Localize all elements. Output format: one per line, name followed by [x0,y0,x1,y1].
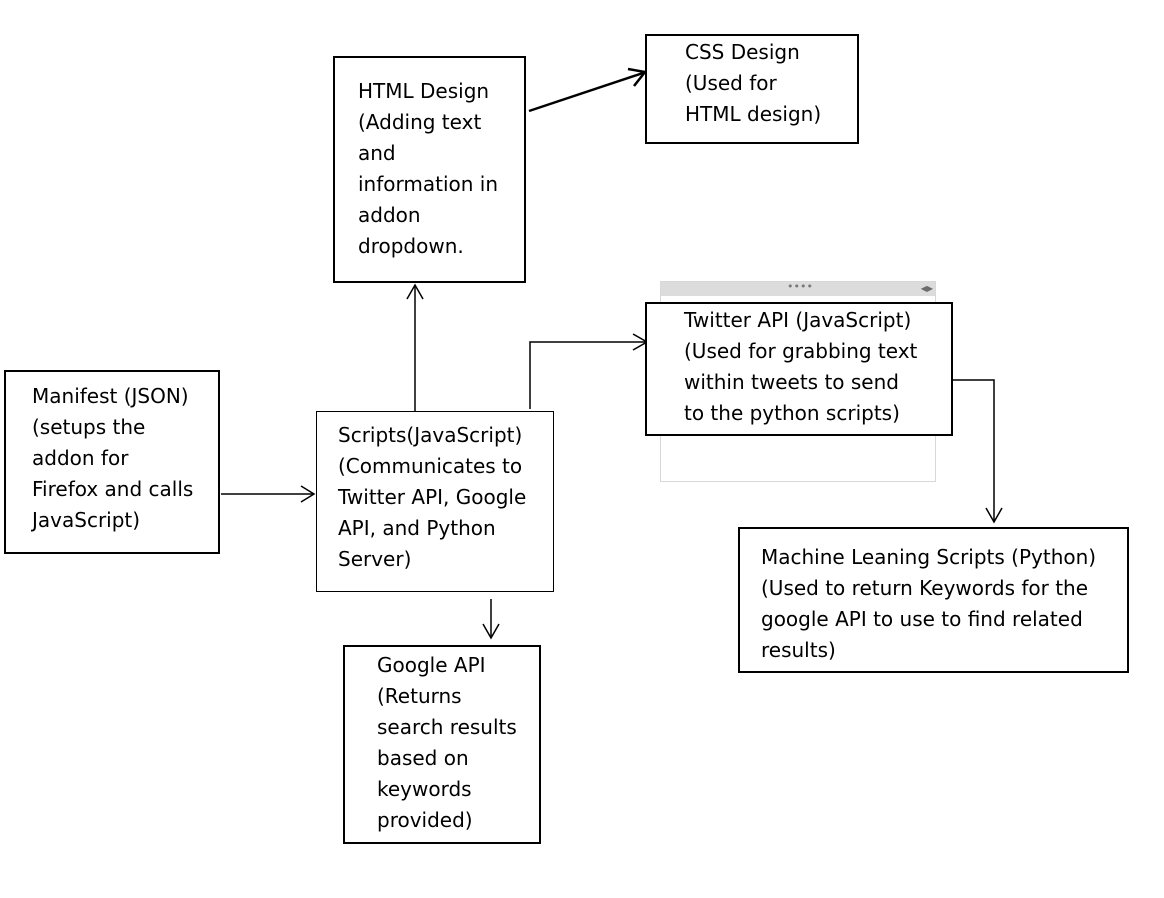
drag-handle-icon[interactable]: •••• [787,280,813,293]
node-machine-learning-label: Machine Leaning Scripts (Python) (Used t… [761,545,1097,662]
edge-scripts-to-html-arrowhead [406,283,424,300]
node-scripts-label: Scripts(JavaScript) (Communicates to Twi… [338,423,527,571]
edge-manifest-to-scripts-arrowhead [300,485,316,503]
node-manifest[interactable]: Manifest (JSON) (setups the addon for Fi… [4,370,220,554]
node-html-design[interactable]: HTML Design (Adding text and information… [333,56,526,283]
node-twitter-api-label: Twitter API (JavaScript) (Used for grabb… [684,308,918,425]
edge-scripts-to-google-arrowhead [482,623,500,640]
node-twitter-api[interactable]: Twitter API (JavaScript) (Used for grabb… [645,302,953,436]
left-right-arrows-icon[interactable]: ◀▶ [920,284,933,293]
node-css-design-label: CSS Design (Used for HTML design) [685,40,822,126]
node-scripts[interactable]: Scripts(JavaScript) (Communicates to Twi… [316,411,554,592]
node-manifest-label: Manifest (JSON) (setups the addon for Fi… [32,384,194,532]
node-google-api[interactable]: Google API (Returns search results based… [343,645,541,844]
edge-html-to-css [528,71,644,113]
frame-title-bar[interactable]: •••• ◀▶ [661,280,935,296]
edge-scripts-to-twitter [529,341,646,409]
node-machine-learning[interactable]: Machine Leaning Scripts (Python) (Used t… [738,527,1129,673]
node-html-design-label: HTML Design (Adding text and information… [358,79,499,258]
edge-twitter-to-ml-arrowhead [985,507,1003,524]
node-css-design[interactable]: CSS Design (Used for HTML design) [645,34,859,144]
node-google-api-label: Google API (Returns search results based… [377,653,517,832]
edge-twitter-to-ml [953,379,995,522]
